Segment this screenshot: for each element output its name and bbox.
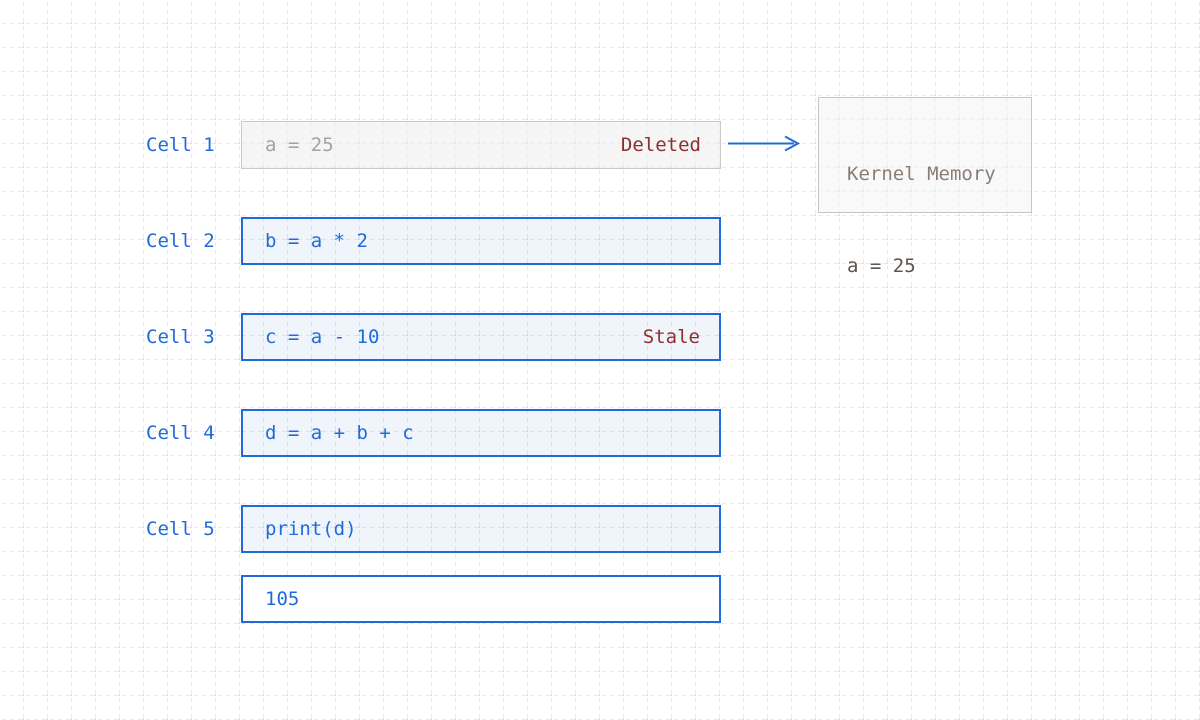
- cell-5-output-value: 105: [265, 588, 300, 610]
- cell-3-label: Cell 3: [146, 326, 215, 348]
- cell-5-code: print(d): [265, 518, 357, 540]
- cell-4-box: d = a + b + c: [241, 409, 721, 457]
- cell-4-label: Cell 4: [146, 422, 215, 444]
- cell-2-box: b = a * 2: [241, 217, 721, 265]
- cell-5-label: Cell 5: [146, 518, 215, 540]
- cell-1-code: a = 25: [265, 134, 334, 156]
- cell-3-box: c = a - 10 Stale: [241, 313, 721, 361]
- cell-3-status-badge: Stale: [642, 326, 700, 348]
- cell-1-label: Cell 1: [146, 134, 215, 156]
- cell-2-label: Cell 2: [146, 230, 215, 252]
- arrow-right-icon: [728, 135, 801, 152]
- cell-4-code: d = a + b + c: [265, 422, 414, 444]
- kernel-memory-title: Kernel Memory: [847, 163, 996, 185]
- cell-1-status-badge: Deleted: [620, 134, 701, 156]
- cell-5-output-box: 105: [241, 575, 721, 623]
- cell-1-box: a = 25 Deleted: [241, 121, 721, 169]
- kernel-memory-entry: a = 25: [847, 255, 916, 277]
- cell-2-code: b = a * 2: [265, 230, 368, 252]
- cell-3-code: c = a - 10: [265, 326, 380, 348]
- kernel-memory-panel: Kernel Memory a = 25: [818, 97, 1032, 277]
- cell-5-box: print(d): [241, 505, 721, 553]
